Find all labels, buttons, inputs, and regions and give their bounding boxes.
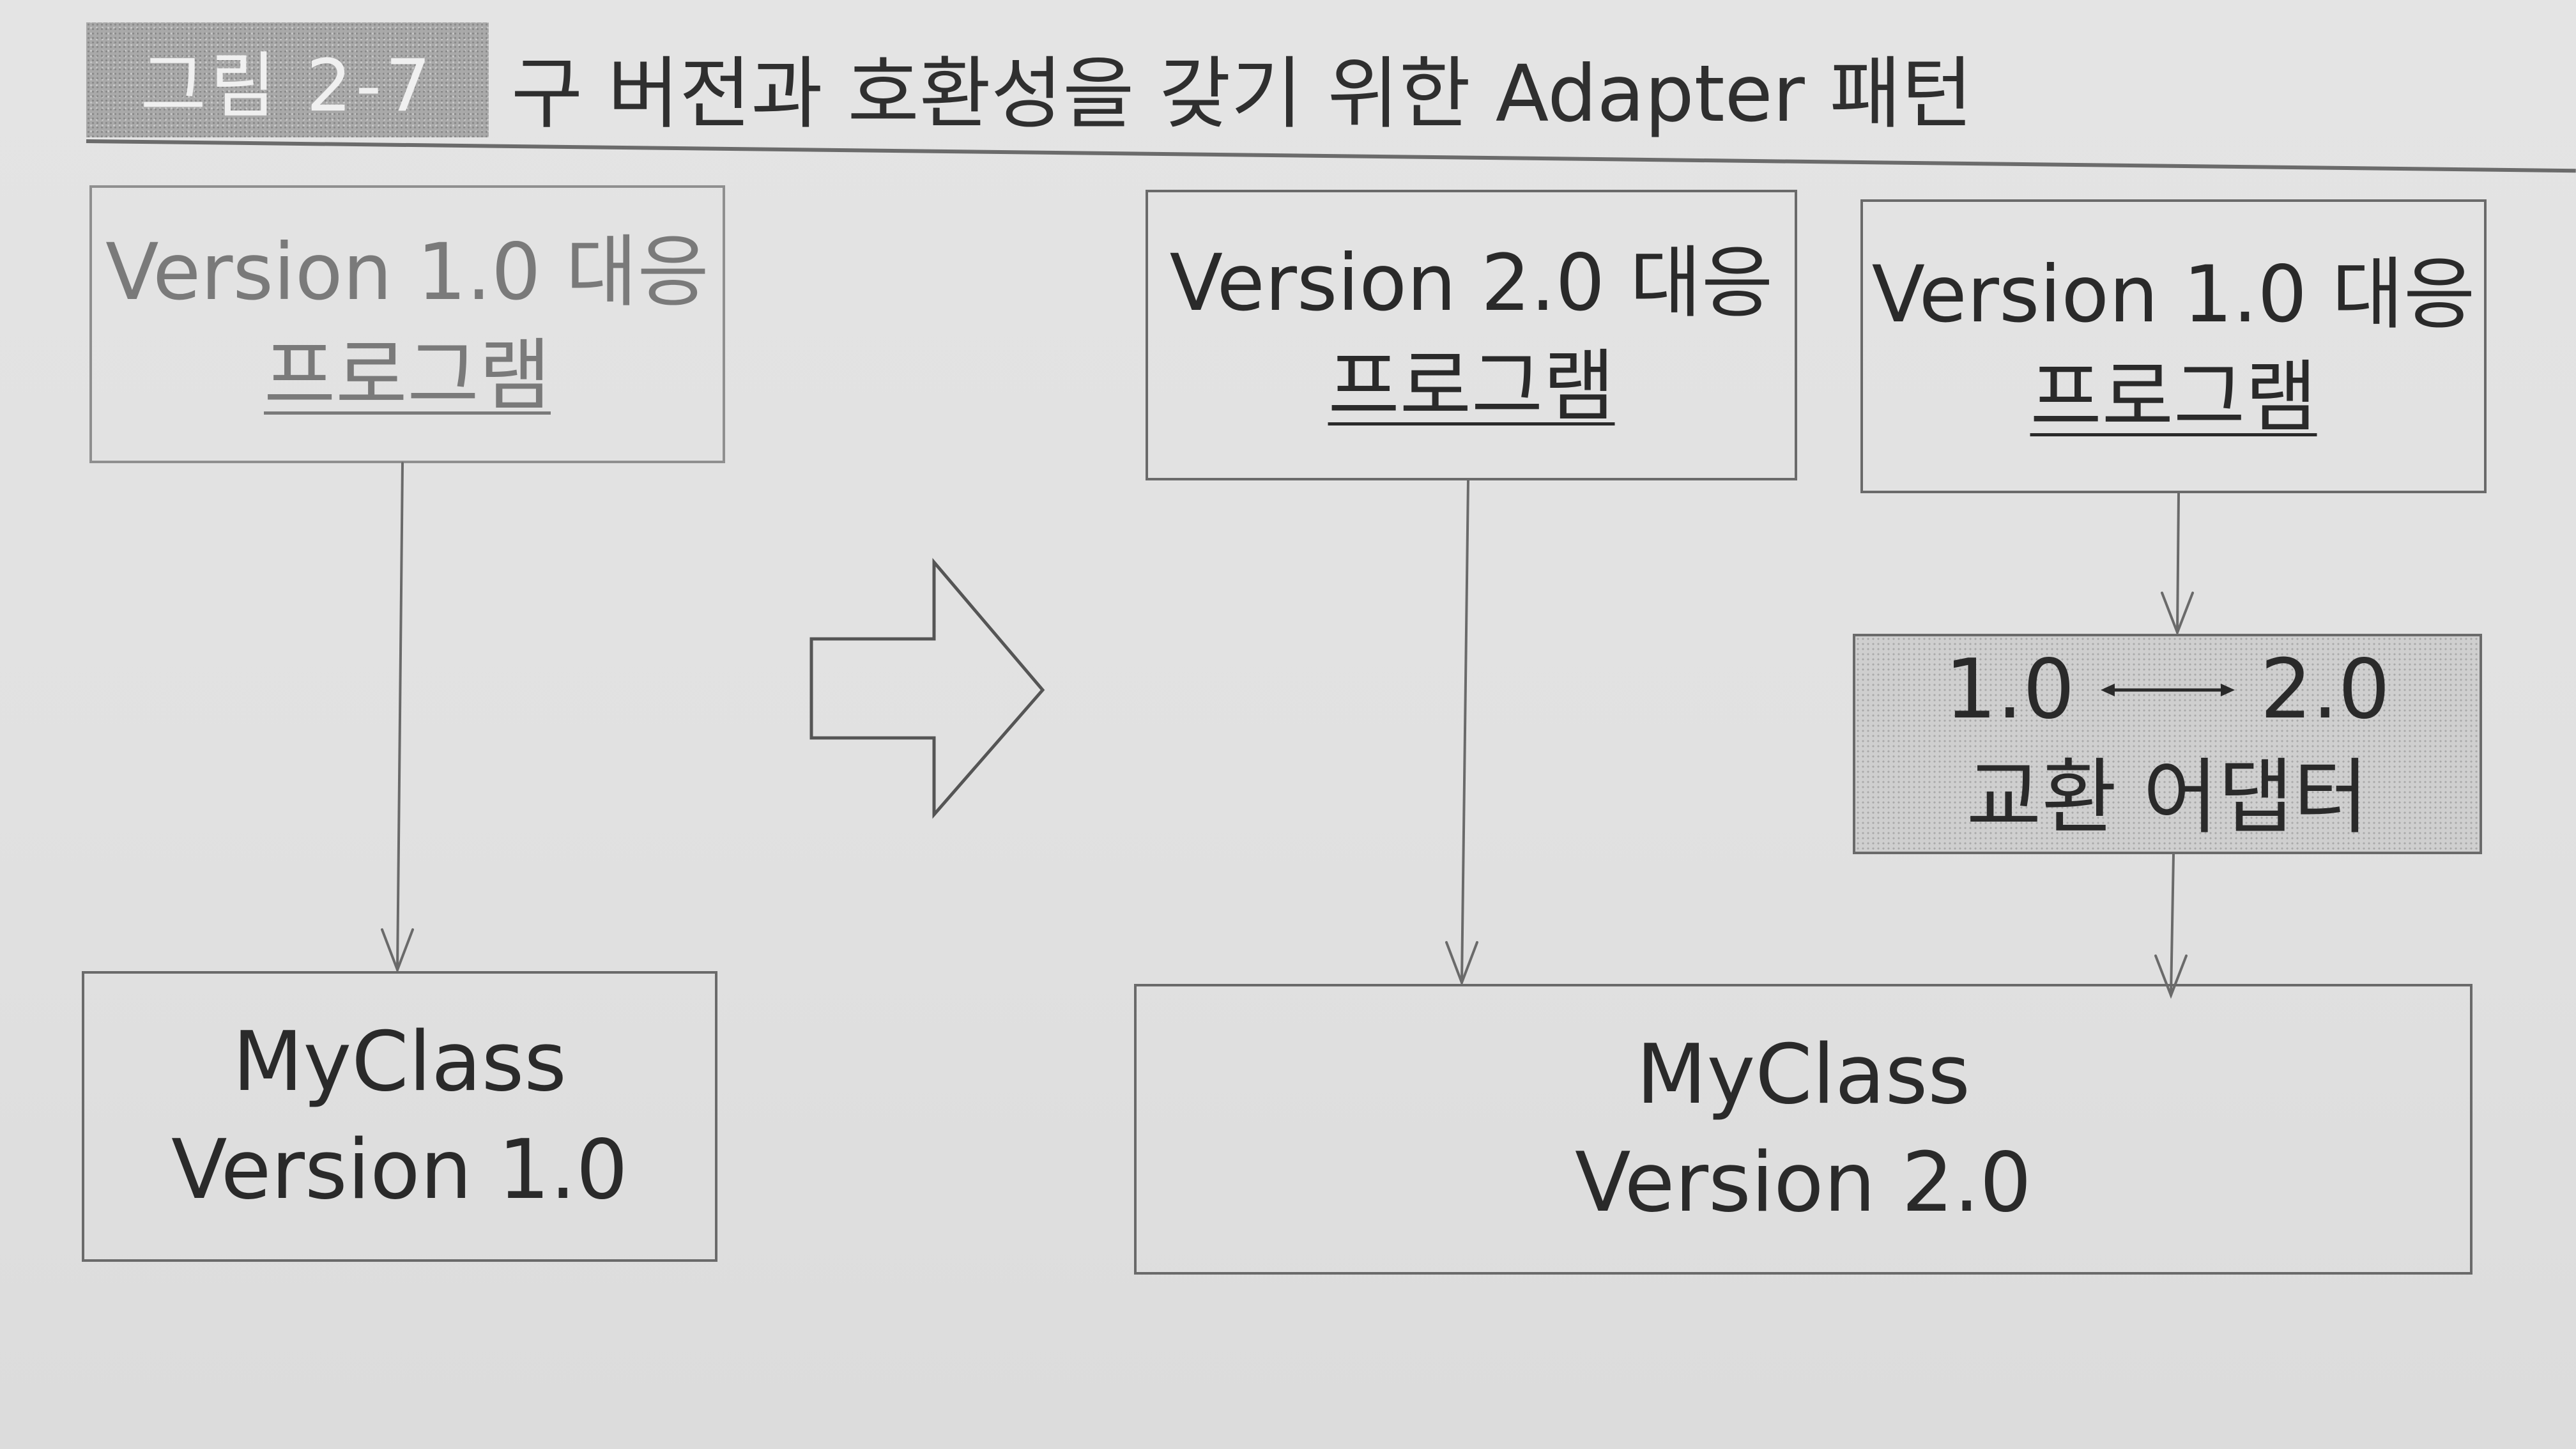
arrowhead-v2 xyxy=(1445,941,1478,986)
connector-v2 xyxy=(1460,479,1469,984)
adapter-from-version: 1.0 xyxy=(1944,641,2075,737)
connector-v1-to-adapter xyxy=(2176,492,2180,634)
figure-label: 그림 2-7 xyxy=(86,22,489,137)
figure-title: 구 버전과 호환성을 갖기 위한 Adapter 패턴 xyxy=(511,49,1974,139)
box-label-line2: Version 1.0 xyxy=(171,1122,628,1218)
box-label-line1: MyClass xyxy=(1636,1027,1970,1123)
box-v1-program-before: Version 1.0 대응 프로그램 xyxy=(89,185,725,463)
box-label-line2: 프로그램 xyxy=(1328,341,1615,432)
box-adapter: 1.0 2.0 교환 어댑터 xyxy=(1853,634,2482,854)
connector-before xyxy=(396,462,404,971)
box-label-line1: MyClass xyxy=(233,1014,567,1110)
arrowhead-before xyxy=(381,928,414,974)
box-label-line1: Version 1.0 대응 xyxy=(1871,249,2476,340)
box-label-line1: Version 1.0 대응 xyxy=(105,227,709,318)
box-v1-program-after: Version 1.0 대응 프로그램 xyxy=(1860,199,2487,493)
box-label-line2: 프로그램 xyxy=(264,330,551,421)
double-arrow-icon xyxy=(2100,684,2235,697)
caption-divider xyxy=(86,139,2576,173)
arrowhead-v1-to-adapter xyxy=(2161,592,2194,636)
adapter-label: 교환 어댑터 xyxy=(1966,749,2369,845)
transition-arrow-icon xyxy=(809,558,1045,819)
box-myclass-v2: MyClass Version 2.0 xyxy=(1134,984,2472,1275)
box-label-line2: 프로그램 xyxy=(2030,352,2317,443)
box-label-line1: Version 2.0 대응 xyxy=(1169,238,1774,329)
adapter-to-version: 2.0 xyxy=(2260,641,2391,737)
box-myclass-v1: MyClass Version 1.0 xyxy=(82,971,717,1262)
connector-adapter-to-class xyxy=(2170,853,2175,997)
box-label-line2: Version 2.0 xyxy=(1575,1135,2032,1230)
box-v2-program: Version 2.0 대응 프로그램 xyxy=(1146,190,1797,480)
adapter-row: 1.0 2.0 xyxy=(1945,636,2390,744)
